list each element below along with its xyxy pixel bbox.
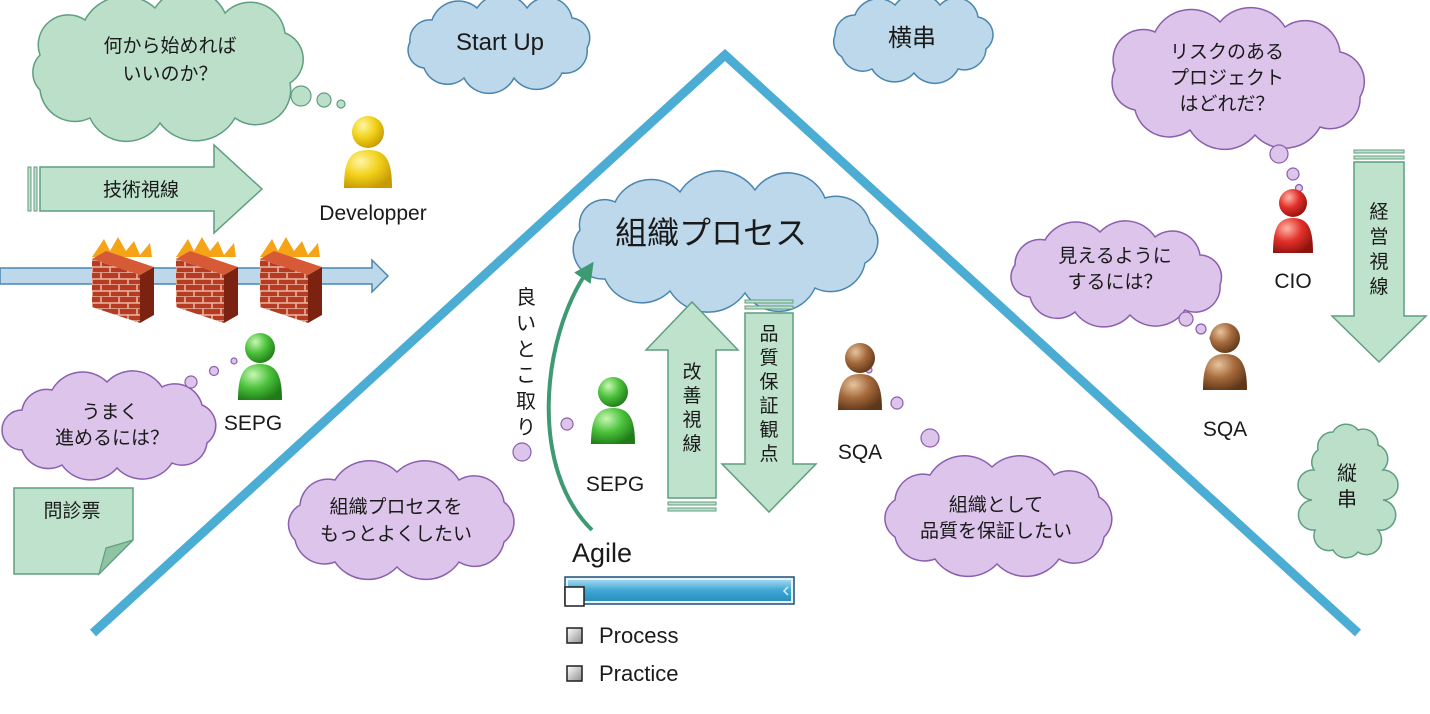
- agile-title: Agile: [572, 538, 632, 568]
- sepg-center-question-line2: もっとよくしたい: [320, 524, 472, 545]
- sqa-right-person-icon: [1203, 323, 1247, 390]
- qa-viewpoint-arrow: 品 質 保 証 観 点: [720, 299, 818, 514]
- cio-label: CIO: [1274, 270, 1311, 293]
- take-good-char: い: [516, 313, 536, 335]
- startup-label: Start Up: [456, 29, 544, 56]
- cio-person-icon: [1273, 189, 1313, 253]
- take-good-label: 良 い と こ 取 り: [516, 286, 536, 439]
- tech-view-label: 技術視線: [103, 179, 179, 201]
- developer-question-line2: いいのか？: [122, 64, 217, 85]
- improvement-view-char: 善: [682, 385, 701, 407]
- practice-checkbox[interactable]: [566, 665, 583, 682]
- improvement-view-char: 改: [682, 361, 701, 383]
- option-process[interactable]: Process: [566, 623, 678, 648]
- questionnaire-note: 問診票: [13, 487, 134, 577]
- improvement-view-arrow: 改 善 視 線: [644, 300, 740, 512]
- agile-panel: Agile Process Practice: [564, 538, 795, 686]
- cio-thought-cloud: リスクのある プロジェクト はどれだ？: [1111, 6, 1366, 193]
- sqa-center-label: SQA: [838, 441, 882, 464]
- improvement-view-char: 線: [682, 433, 701, 455]
- yokogushi-label: 横串: [888, 25, 936, 52]
- sepg-center-label: SEPG: [586, 473, 644, 496]
- startup-cloud: Start Up: [407, 0, 591, 95]
- firewall-icon: [92, 237, 154, 323]
- management-view-arrow: 経 営 視 線: [1330, 149, 1428, 364]
- sepg-left-person-icon: [238, 333, 282, 400]
- sqa-center-thought-cloud: 組織として 品質を保証したい: [865, 366, 1113, 578]
- tategushi-char: 串: [1337, 488, 1357, 511]
- management-view-char: 視: [1369, 251, 1388, 273]
- roof-line: [89, 48, 1362, 637]
- yokogushi-cloud: 横串: [832, 0, 994, 85]
- qa-viewpoint-char: 保: [759, 371, 778, 393]
- option-process-label: Process: [599, 623, 678, 648]
- sqa-center-person-icon: [838, 343, 882, 410]
- sepg-left-label: SEPG: [224, 412, 282, 435]
- sqa-right-thought-cloud: 見えるように するには？: [1010, 220, 1223, 342]
- take-good-char: 良: [516, 286, 536, 309]
- management-view-char: 線: [1369, 276, 1388, 298]
- tech-view-arrow: 技術視線: [27, 143, 264, 235]
- tategushi-cloud: 縦 串: [1297, 423, 1399, 559]
- take-good-arrow: [546, 261, 594, 532]
- questionnaire-label: 問診票: [43, 500, 100, 522]
- qa-viewpoint-char: 品: [759, 324, 778, 345]
- sepg-center-question-line1: 組織プロセスを: [329, 496, 462, 518]
- tategushi-char: 縦: [1337, 462, 1357, 485]
- firewall-icon: [260, 237, 322, 323]
- agile-progress-bar[interactable]: [564, 576, 795, 607]
- sepg-left-thought-cloud: うまく 進めるには？: [1, 357, 238, 481]
- cio-question-line3: はどれだ？: [1179, 93, 1274, 115]
- sqa-right-question-line1: 見えるように: [1058, 246, 1171, 267]
- sepg-left-question-line1: うまく: [81, 402, 138, 423]
- firewall-icon: [176, 237, 238, 323]
- option-practice-label: Practice: [599, 661, 678, 686]
- management-view-char: 経: [1369, 201, 1388, 223]
- qa-viewpoint-char: 質: [759, 347, 778, 369]
- management-view-char: 営: [1369, 226, 1388, 248]
- sepg-center-thought-cloud: 組織プロセスを もっとよくしたい: [287, 395, 610, 581]
- take-good-char: り: [516, 417, 536, 439]
- qa-viewpoint-char: 証: [759, 395, 778, 417]
- sqa-center-question-line1: 組織として: [949, 494, 1043, 516]
- qa-viewpoint-char: 観: [759, 419, 778, 441]
- cio-question-line1: リスクのある: [1170, 41, 1284, 63]
- sqa-center-question-line2: 品質を保証したい: [920, 520, 1072, 542]
- developer-person-icon: [344, 116, 392, 188]
- sepg-left-question-line2: 進めるには？: [55, 427, 169, 449]
- take-good-char: こ: [516, 365, 536, 387]
- process-checkbox[interactable]: [566, 627, 583, 644]
- developer-thought-cloud: 何から始めれば いいのか？: [32, 0, 346, 143]
- take-good-char: と: [516, 339, 536, 361]
- org-process-cloud: 組織プロセス: [572, 170, 879, 313]
- take-good-char: 取: [516, 391, 536, 413]
- progress-handle[interactable]: [564, 586, 585, 607]
- sepg-center-person-icon: [591, 377, 635, 444]
- option-practice[interactable]: Practice: [566, 661, 678, 686]
- developer-question-line1: 何から始めれば: [103, 35, 236, 57]
- cio-question-line2: プロジェクト: [1170, 67, 1284, 89]
- sqa-right-label: SQA: [1203, 418, 1247, 441]
- sqa-right-question-line2: するには？: [1067, 272, 1162, 293]
- org-process-label: 組織プロセス: [615, 215, 807, 251]
- improvement-view-char: 視: [682, 409, 701, 431]
- qa-viewpoint-char: 点: [759, 443, 778, 465]
- developer-label: Developper: [319, 202, 426, 225]
